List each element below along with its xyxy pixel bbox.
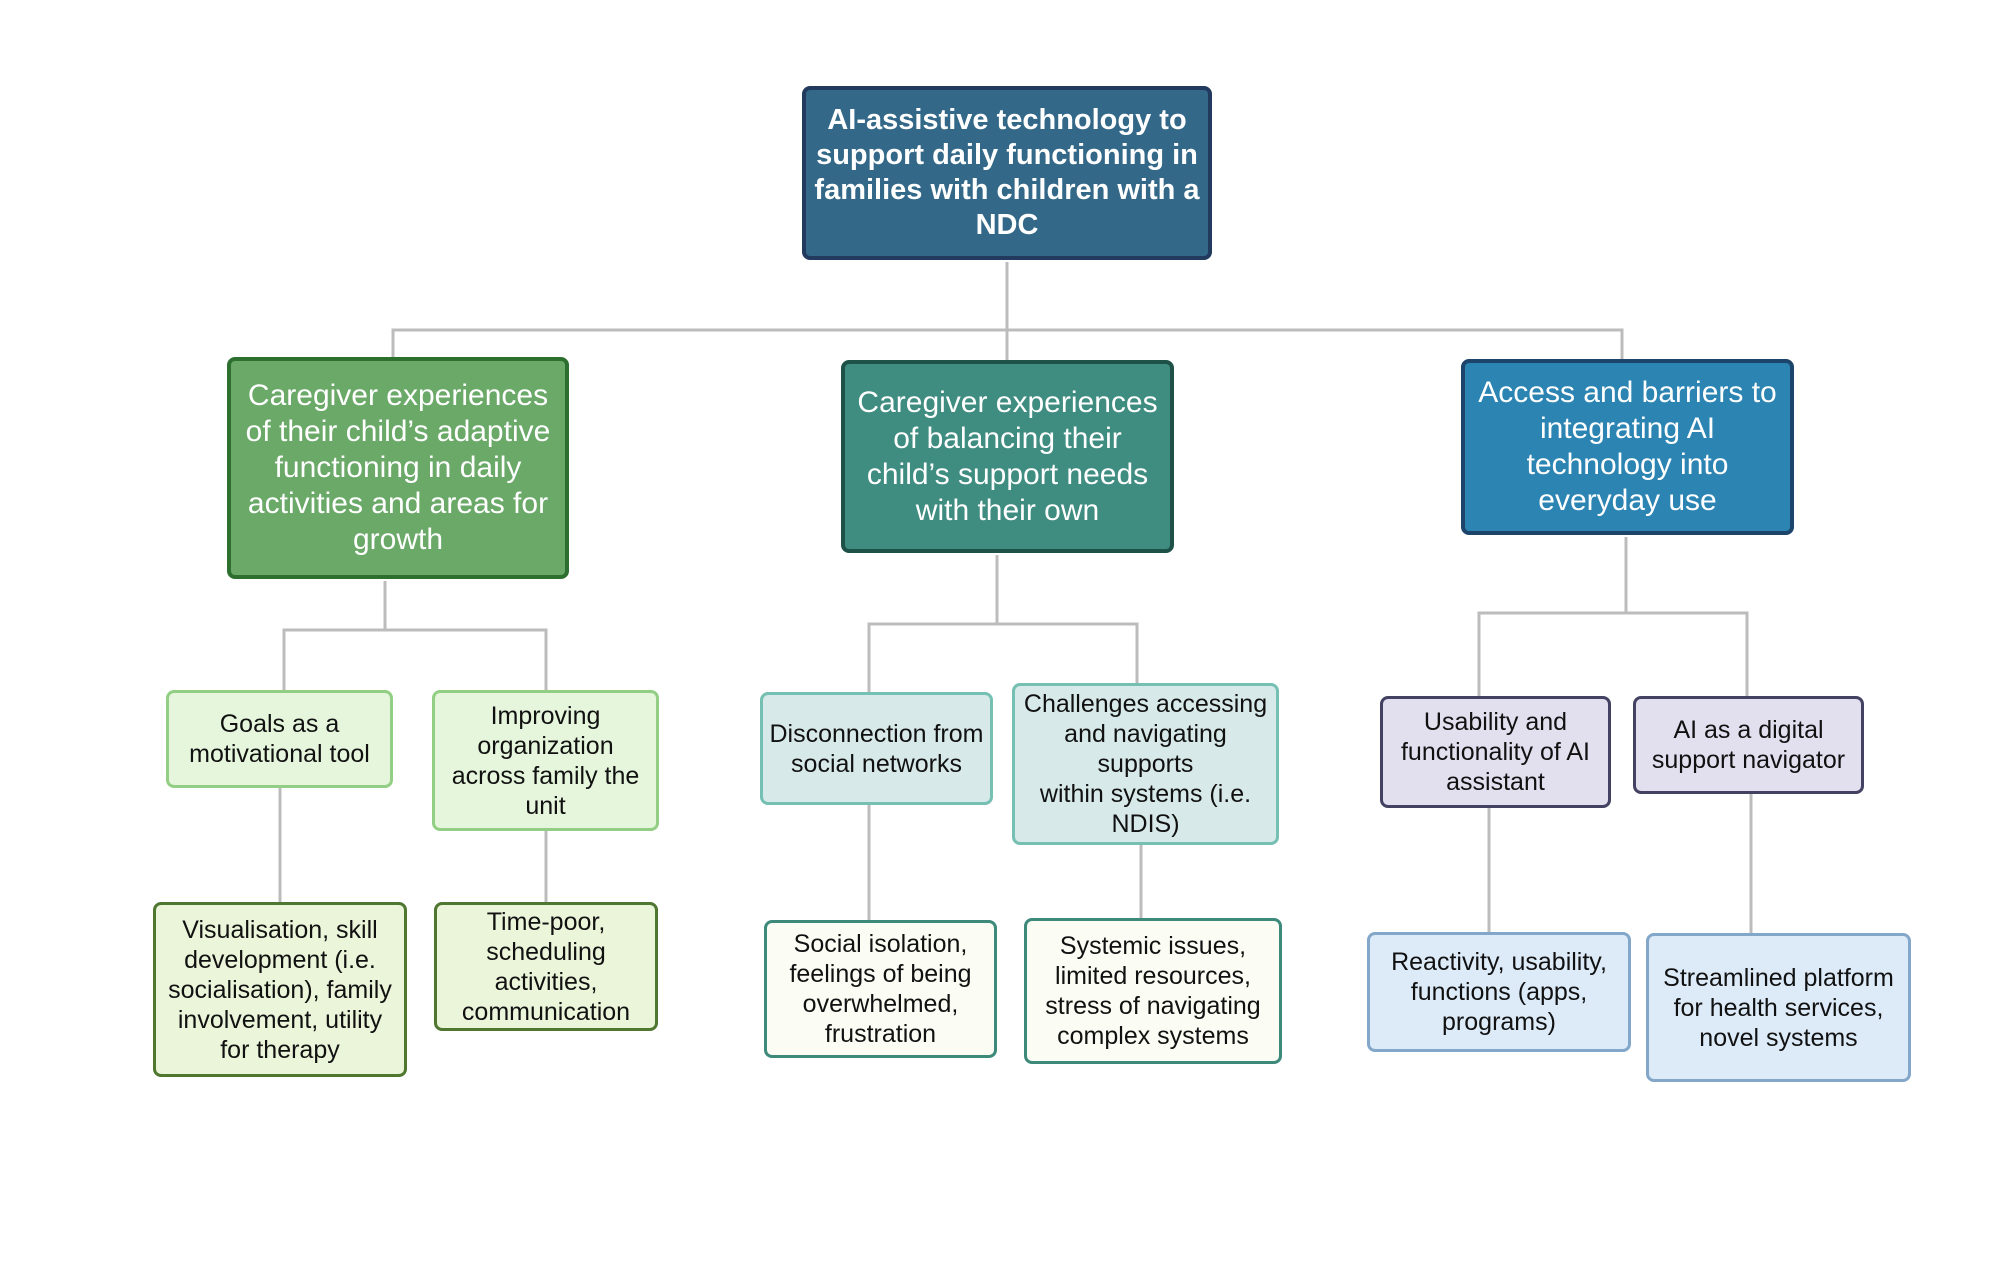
theme-label: Caregiver experiences of balancing their…	[857, 385, 1158, 527]
connector-theme-2	[867, 555, 999, 692]
detail-label: Visualisation, skill development (i.e. s…	[168, 915, 392, 1064]
root-node: AI-assistive technology to support daily…	[802, 86, 1212, 260]
subtheme-node-3-2: AI as a digital support navigator	[1633, 696, 1864, 794]
connector-theme-1-b	[385, 628, 548, 690]
subtheme-node-1-2: Improving organization across family the…	[432, 690, 659, 831]
connector-theme-1	[282, 581, 387, 690]
connector-theme-3-b	[1626, 611, 1749, 696]
detail-node-1-2: Time-poor, scheduling activities, commun…	[434, 902, 658, 1031]
subtheme-label: AI as a digital support navigator	[1651, 716, 1846, 774]
detail-node-1-1: Visualisation, skill development (i.e. s…	[153, 902, 407, 1077]
root-label: AI-assistive technology to support daily…	[814, 104, 1200, 241]
detail-node-2-1: Social isolation, feelings of being over…	[764, 920, 997, 1058]
detail-node-3-2: Streamlined platform for health services…	[1646, 933, 1911, 1082]
theme-node-2: Caregiver experiences of balancing their…	[841, 360, 1174, 553]
detail-label: Streamlined platform for health services…	[1663, 963, 1894, 1052]
connector-theme-3	[1477, 537, 1628, 696]
subtheme-node-3-1: Usability and functionality of AI assist…	[1380, 696, 1611, 808]
theme-node-3: Access and barriers to integrating AI te…	[1461, 359, 1794, 535]
theme-node-1: Caregiver experiences of their child’s a…	[227, 357, 569, 579]
connector-theme-2-b	[997, 622, 1139, 683]
subtheme-label: Challenges accessing and navigating supp…	[1023, 690, 1268, 838]
subtheme-label: Improving organization across family the…	[451, 701, 640, 820]
detail-label: Social isolation, feelings of being over…	[789, 930, 972, 1048]
subtheme-node-1-1: Goals as a motivational tool	[166, 690, 393, 788]
detail-label: Systemic issues, limited resources, stre…	[1045, 932, 1261, 1050]
subtheme-node-2-1: Disconnection from social networks	[760, 692, 993, 805]
detail-node-2-2: Systemic issues, limited resources, stre…	[1024, 918, 1282, 1064]
detail-node-3-1: Reactivity, usability, functions (apps, …	[1367, 932, 1631, 1052]
theme-label: Caregiver experiences of their child’s a…	[245, 379, 551, 556]
subtheme-label: Goals as a motivational tool	[189, 710, 370, 768]
detail-label: Time-poor, scheduling activities, commun…	[461, 907, 631, 1026]
subtheme-label: Disconnection from social networks	[769, 719, 984, 778]
theme-label: Access and barriers to integrating AI te…	[1478, 376, 1777, 517]
subtheme-label: Usability and functionality of AI assist…	[1400, 708, 1590, 796]
subtheme-node-2-2: Challenges accessing and navigating supp…	[1012, 683, 1279, 845]
detail-label: Reactivity, usability, functions (apps, …	[1391, 948, 1607, 1036]
